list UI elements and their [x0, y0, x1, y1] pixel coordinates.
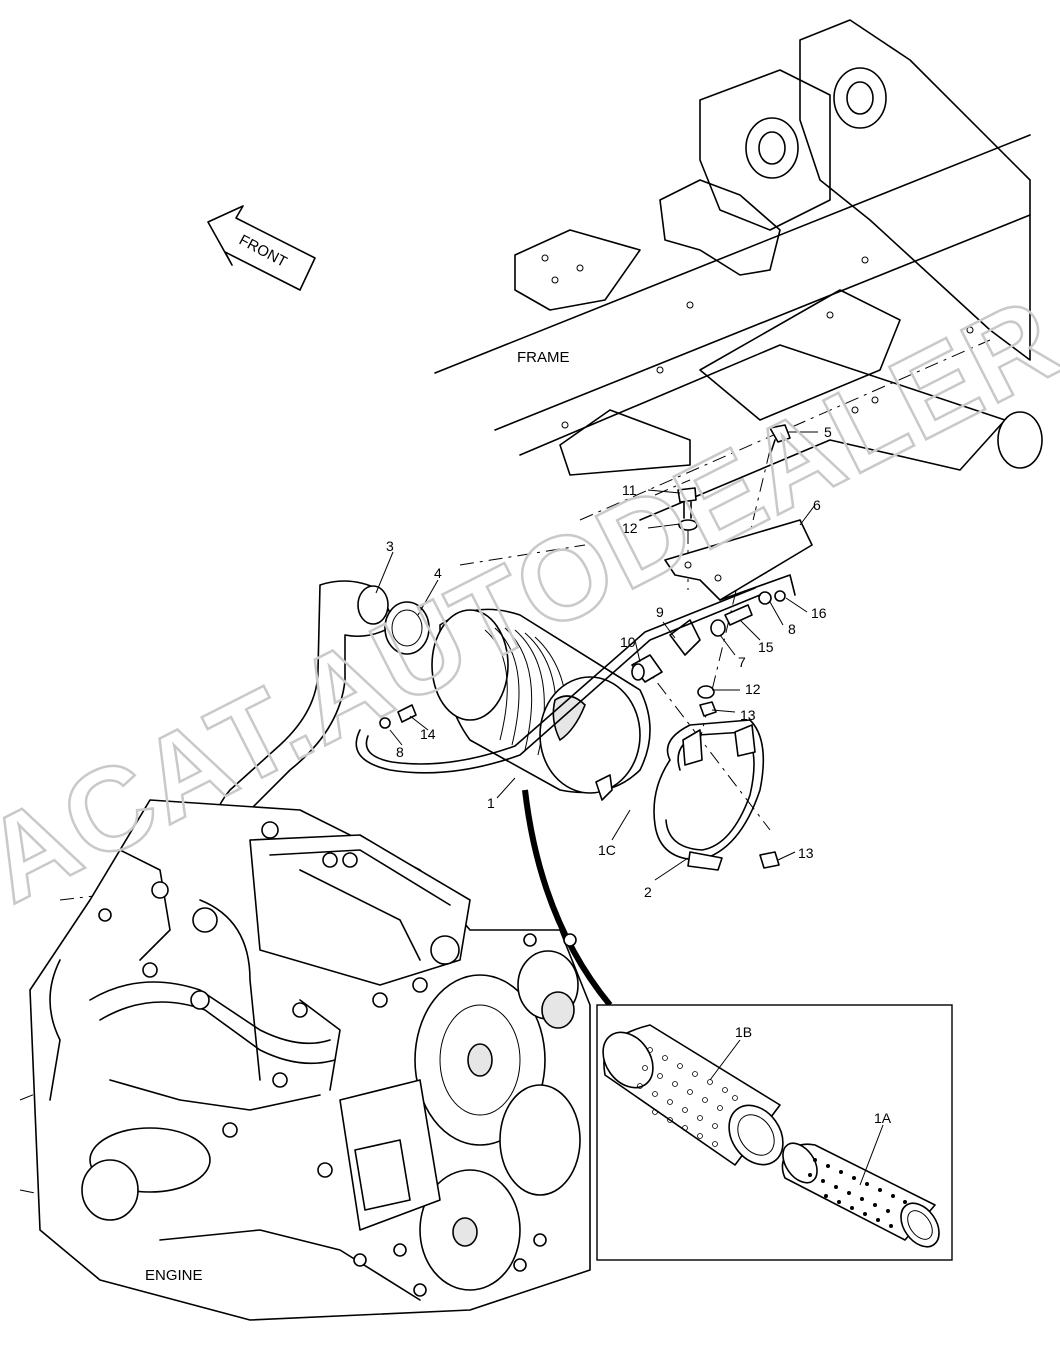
frame-label: FRAME [517, 349, 570, 366]
engine-label: ENGINE [145, 1267, 203, 1284]
callout-6: 6 [813, 497, 821, 513]
callout-15: 15 [758, 639, 774, 655]
callout-8-left: 8 [396, 744, 404, 760]
callout-10: 10 [620, 634, 636, 650]
callout-4: 4 [434, 565, 442, 581]
callout-16: 16 [811, 605, 827, 621]
dust-valve-1c [595, 774, 613, 801]
callout-11: 11 [622, 482, 637, 498]
callout-1c: 1C [598, 842, 616, 858]
breather-tube [355, 594, 761, 774]
engine-assembly [29, 799, 591, 1321]
bolt-5 [769, 424, 791, 456]
callout-9: 9 [656, 604, 664, 620]
outer-filter-element-1b [602, 1024, 784, 1166]
nut-13-upper [699, 701, 717, 717]
callout-1: 1 [487, 795, 495, 811]
detail-box [596, 1004, 953, 1261]
mount-10 [631, 654, 663, 683]
mounting-bracket [664, 519, 813, 656]
detail-link [522, 789, 613, 1007]
washer-12-upper [678, 519, 698, 531]
washer-7 [710, 619, 726, 637]
callout-5: 5 [824, 424, 832, 440]
callout-1a: 1A [874, 1110, 892, 1126]
part-callouts: 1 1A 1B 1C 2 3 4 5 6 7 8 8 9 10 11 12 12… [386, 424, 892, 1126]
callout-3: 3 [386, 538, 394, 554]
inner-filter-element-1a [781, 1142, 940, 1248]
bolt-15 [724, 604, 753, 626]
clamp-8-left [379, 717, 391, 729]
callout-7: 7 [738, 654, 746, 670]
washer-12-lower [697, 685, 715, 699]
callout-1b: 1B [735, 1024, 752, 1040]
callout-leaders [375, 431, 884, 1186]
callout-13-lower: 13 [798, 845, 814, 861]
front-arrow: FRONT [207, 205, 316, 291]
mounting-band [653, 719, 765, 871]
callout-8-right: 8 [788, 621, 796, 637]
callout-12-lower: 12 [745, 681, 761, 697]
frame-structure [434, 19, 1043, 521]
air-cleaner-body [431, 608, 651, 801]
fitting-14 [397, 704, 417, 723]
callout-12-upper: 12 [622, 520, 638, 536]
bolt-11 [677, 487, 697, 519]
callout-13-upper: 13 [740, 707, 756, 723]
callout-2: 2 [644, 884, 652, 900]
nut-13-lower [759, 851, 780, 869]
callout-14: 14 [420, 726, 436, 742]
clip-16 [758, 590, 786, 605]
